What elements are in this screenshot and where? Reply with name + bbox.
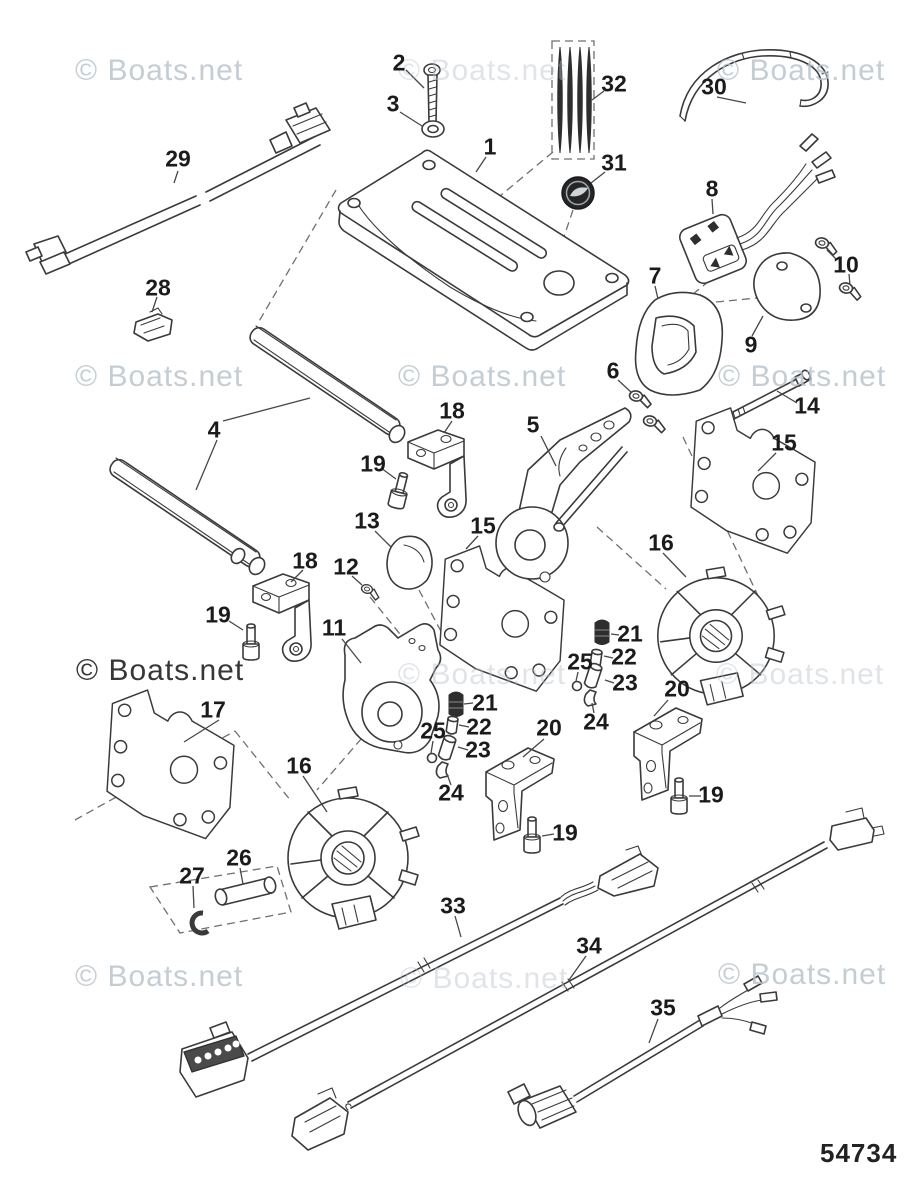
part-callout-1: 1 [483,133,497,160]
part-4-trim-rails [109,325,406,576]
part-callout-7: 7 [648,262,662,289]
part-callout-9: 9 [744,331,758,358]
part-callout-20: 20 [536,714,562,741]
part-2-screw [423,63,441,123]
part-callout-33: 33 [440,892,466,919]
part-9-retainer-plate [753,252,821,321]
part-18-bracket-upper [407,429,467,519]
part-32-shift-decal [557,46,592,154]
part-callout-30: 30 [701,73,727,100]
watermark-text: © Boats.net [716,658,885,691]
part-33-harness [179,845,659,1098]
part-34-harness [291,807,885,1151]
part-callout-22: 22 [466,713,492,740]
part-callout-29: 29 [165,145,191,172]
part-callout-25: 25 [420,717,446,744]
drawing-number: 54734 [820,1138,898,1168]
part-callout-31: 31 [601,149,627,176]
part-callout-14: 14 [794,392,820,419]
part-30-hose [679,49,829,122]
part-20-spacer-block-right [633,707,703,801]
part-6-screws [627,389,668,434]
watermark-text: © Boats.net [398,360,567,393]
part-callout-15: 15 [470,512,496,539]
part-14-bolt [728,369,812,421]
part-callout-21: 21 [617,620,643,647]
watermark-text: © Boats.net [717,54,886,87]
part-callout-4: 4 [207,416,221,443]
part-callout-19: 19 [205,601,231,628]
part-18-bracket-lower [252,573,312,663]
part-callout-23: 23 [465,736,491,763]
watermark-text: © Boats.net [718,958,887,991]
part-callout-20: 20 [664,675,690,702]
part-31-logo-emblem [561,176,595,210]
part-callout-11: 11 [321,614,347,641]
part-26-roller-pin [214,876,277,906]
part-callout-3: 3 [386,90,400,117]
part-8-trim-switch [679,133,836,285]
part-29-link-harness [25,102,331,275]
part-7-cover [634,291,724,396]
part-callout-8: 8 [705,175,719,202]
part-callout-19: 19 [698,781,724,808]
part-callout-13: 13 [354,507,380,534]
part-28-connector-clip [133,307,173,342]
part-callout-28: 28 [145,274,171,301]
part-20-spacer-block-left [485,747,555,841]
watermark-text: © Boats.net [718,360,887,393]
part-callout-32: 32 [601,70,627,97]
part-callout-34: 34 [576,932,602,959]
part-callout-21: 21 [472,689,498,716]
part-callout-24: 24 [438,779,464,806]
part-callout-26: 26 [226,844,252,871]
watermark-text: © Boats.net [398,54,567,87]
part-callout-15: 15 [771,429,797,456]
part-callout-18: 18 [292,547,318,574]
watermark-text: © Boats.net [75,960,244,993]
part-35-lead-harness [507,975,778,1129]
part-5-shift-arm [495,407,632,583]
part-callout-6: 6 [606,357,620,384]
part-3-washer [421,120,445,138]
watermark-text: © Boats.net [398,658,567,691]
part-callout-12: 12 [333,553,359,580]
part-callout-27: 27 [179,862,205,889]
callout-leader-lines [151,69,851,1044]
part-13-cap [386,535,433,590]
part-callout-2: 2 [392,49,406,76]
part-27-e-clip [189,910,210,936]
part-16-position-sensor-left [287,786,420,930]
part-callout-24: 24 [583,708,609,735]
watermark-text: © Boats.net [76,654,245,687]
part-callout-19: 19 [552,819,578,846]
part-callout-35: 35 [650,994,676,1021]
part-callout-17: 17 [200,696,226,723]
part-callout-22: 22 [611,643,637,670]
part-callout-5: 5 [526,411,540,438]
part-11-shift-lever [342,622,442,754]
watermark-text: © Boats.net [400,962,569,995]
part-callout-16: 16 [648,529,674,556]
watermark-text: © Boats.net [75,54,244,87]
part-callout-23: 23 [612,669,638,696]
part-callout-25: 25 [567,648,593,675]
part-callout-16: 16 [286,752,312,779]
watermark-text: © Boats.net [75,360,244,393]
part-callout-10: 10 [833,251,859,278]
part-1-faceplate [337,149,630,351]
part-callout-19: 19 [360,450,386,477]
part-callout-18: 18 [439,397,465,424]
